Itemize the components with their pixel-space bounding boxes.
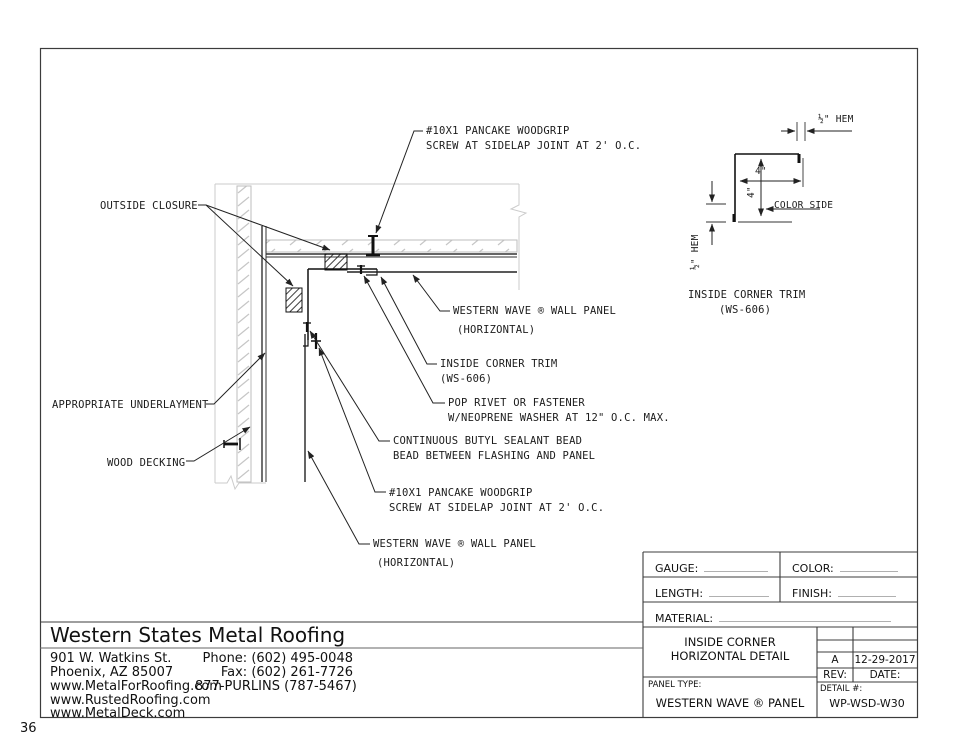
color-field: COLOR:	[792, 559, 898, 575]
material-label: MATERIAL:	[655, 612, 714, 625]
fasteners	[223, 235, 380, 450]
company-address2: Phoenix, AZ 85007	[50, 665, 174, 680]
length-blank	[709, 584, 770, 597]
outside-closure-horizontal	[324, 253, 348, 271]
date-label: DATE:	[869, 669, 901, 681]
callout-rivet-line2: W/NEOPRENE WASHER AT 12" O.C. MAX.	[448, 412, 670, 424]
color-label: COLOR:	[792, 562, 834, 575]
trim-profile-title: INSIDE CORNER TRIM	[688, 289, 806, 301]
callout-trim-line1: INSIDE CORNER TRIM	[440, 358, 558, 370]
company-web3: www.MetalDeck.com	[50, 706, 186, 721]
trim-profile-diagram	[706, 122, 852, 245]
callout-panel-upper-line1: WESTERN WAVE ® WALL PANEL	[453, 305, 617, 317]
finish-label: FINISH:	[792, 587, 833, 600]
callout-screw-top-line1: #10X1 PANCAKE WOODGRIP	[426, 125, 570, 137]
trim-hem-left-label: ½" HEM	[690, 234, 701, 270]
callout-screw-top-line2: SCREW AT SIDELAP JOINT AT 2' O.C.	[426, 140, 642, 152]
finish-field: FINISH:	[792, 584, 897, 600]
company-phone: Phone: (602) 495-0048	[202, 651, 353, 666]
trim-dim-horizontal: 4"	[755, 166, 767, 177]
panel-plane-outline	[214, 183, 528, 491]
finish-blank	[838, 584, 897, 597]
company-web1: www.MetalForRoofing.com	[50, 679, 222, 694]
inside-corner-trim	[303, 268, 378, 347]
page-border	[39, 47, 919, 719]
detail-title-line1: INSIDE CORNER	[684, 635, 776, 649]
titleblock-rules	[40, 551, 917, 718]
detail-title-line2: HORIZONTAL DETAIL	[670, 649, 790, 663]
callout-trim-line2: (WS-606)	[440, 373, 493, 385]
company-web2: www.RustedRoofing.com	[50, 693, 211, 708]
callout-sealant-line2: BEAD BETWEEN FLASHING AND PANEL	[393, 450, 596, 462]
callout-underlayment: APPROPRIATE UNDERLAYMENT	[52, 399, 209, 411]
gauge-field: GAUGE:	[655, 559, 769, 575]
color-blank	[839, 559, 898, 572]
trim-dim-vertical: 4"	[746, 186, 757, 198]
trim-hem-top-label: ½" HEM	[818, 114, 854, 125]
callout-panel-lower-line1: WESTERN WAVE ® WALL PANEL	[373, 538, 537, 550]
wood-decking-horizontal	[265, 239, 518, 253]
company-tollfree: 877-PURLINS (787-5467)	[195, 679, 357, 694]
leader-lines	[186, 130, 450, 545]
panel-type-label: PANEL TYPE:	[648, 680, 702, 690]
company-address1: 901 W. Watkins St.	[50, 651, 172, 666]
date-value: 12-29-2017	[854, 654, 916, 666]
material-field: MATERIAL:	[655, 609, 892, 625]
detail-number-value: WP-WSD-W30	[829, 697, 905, 710]
callout-rivet-line1: POP RIVET OR FASTENER	[448, 397, 585, 409]
callout-outside-closure: OUTSIDE CLOSURE	[100, 200, 198, 212]
rev-label: REV:	[823, 669, 847, 681]
panel-type-value: WESTERN WAVE ® PANEL	[655, 696, 805, 710]
length-label: LENGTH:	[655, 587, 704, 600]
callout-sealant-line1: CONTINUOUS BUTYL SEALANT BEAD	[393, 435, 583, 447]
material-blank	[719, 609, 892, 622]
callout-panel-upper-line2: (HORIZONTAL)	[457, 324, 536, 336]
callout-wood-decking: WOOD DECKING	[107, 457, 186, 469]
callout-screw-side-line2: SCREW AT SIDELAP JOINT AT 2' O.C.	[389, 502, 605, 514]
wall-panel-lines	[304, 271, 517, 482]
page-number: 36	[20, 721, 37, 736]
rev-value: A	[831, 654, 839, 666]
wood-decking-vertical	[236, 185, 252, 483]
detail-number-label: DETAIL #:	[820, 684, 863, 694]
outside-closure-vertical	[285, 287, 303, 313]
callout-screw-side-line1: #10X1 PANCAKE WOODGRIP	[389, 487, 533, 499]
company-fax: Fax: (602) 261-7726	[220, 665, 353, 680]
trim-color-side-label: COLOR SIDE	[774, 200, 834, 211]
trim-profile-subtitle: (WS-606)	[719, 304, 772, 316]
company-name: Western States Metal Roofing	[50, 623, 346, 647]
gauge-label: GAUGE:	[655, 562, 699, 575]
gauge-blank	[704, 559, 769, 572]
callout-panel-lower-line2: (HORIZONTAL)	[377, 557, 456, 569]
length-field: LENGTH:	[655, 584, 770, 600]
